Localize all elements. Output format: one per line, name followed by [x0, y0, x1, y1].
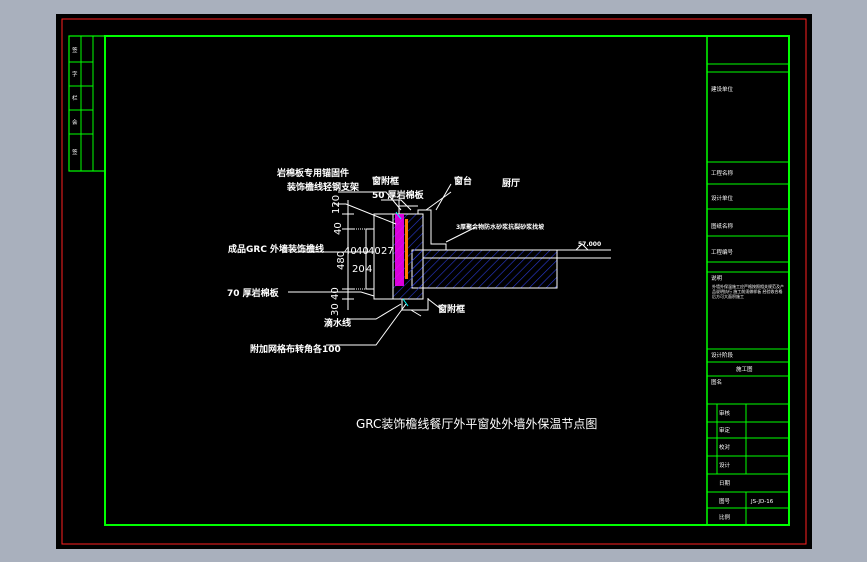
tb-row-12: 校对 — [719, 443, 731, 451]
strip-cell-1: 签 — [72, 46, 78, 54]
tb-stage-value: 施工图 — [736, 365, 753, 373]
tb-row-13: 设计 — [719, 461, 731, 469]
dim-40-e: 40 — [330, 287, 341, 300]
tb-row-11: 审定 — [719, 426, 731, 434]
tb-row-9: 图名 — [711, 378, 722, 386]
label-insulation-board: 50 厚岩棉板 — [372, 189, 425, 201]
strip-cell-5: 签 — [72, 148, 78, 156]
tb-row-1: 建设单位 — [711, 85, 734, 93]
dim-27: 27 — [381, 246, 394, 257]
tb-note: 外墙外保温施工应严格按照相关规范及产品说明执行 施工前须做样板 经验收合格后方可… — [712, 284, 784, 299]
label-waterproof-note: 3厚聚合物防水砂浆抗裂砂浆找坡 — [456, 223, 544, 231]
dim-40-b: 40 — [344, 246, 357, 257]
label-window-frame-bottom: 窗附框 — [438, 303, 465, 315]
outer-frame — [61, 18, 807, 545]
title-block: 建设单位 工程名称 设计单位 图纸名称 工程编号 说明 外墙外保温施工应严格按照… — [706, 36, 789, 525]
label-grc-line: 成品GRC 外墙装饰檐线 — [228, 243, 324, 255]
drawing-title: GRC装饰檐线餐厅外平窗处外墙外保温节点图 — [356, 416, 597, 431]
label-elevation: 57.000 — [578, 241, 601, 248]
tb-row-2: 工程名称 — [711, 169, 734, 177]
strip-cell-4: 会 — [72, 118, 78, 126]
tb-row-6: 说明 — [711, 274, 723, 282]
label-window-frame-top: 窗附框 — [372, 175, 399, 187]
dim-40-d: 40 — [368, 246, 381, 257]
cad-drawing: 签 字 栏 会 签 建设单位 工程名称 设计单位 图纸名称 工程编号 — [61, 18, 807, 545]
tb-row-15: 图号 — [719, 497, 731, 505]
label-window-sill: 窗台 — [454, 175, 472, 187]
dim-480: 480 — [336, 251, 347, 270]
dim-30: 30 — [330, 303, 341, 316]
left-strip: 签 字 栏 会 签 — [68, 35, 106, 172]
tb-row-10: 审核 — [719, 409, 731, 417]
label-drip: 滴水线 — [324, 317, 351, 329]
label-steel-frame: 装饰檐线轻钢支架 — [286, 181, 359, 193]
dim-20: 20 — [352, 264, 365, 275]
tb-row-7: 设计阶段 — [711, 351, 734, 359]
drawing-frame — [104, 35, 790, 526]
strip-cell-3: 栏 — [72, 94, 78, 102]
tb-row-5: 工程编号 — [711, 248, 734, 256]
label-hall: 厨厅 — [502, 178, 520, 189]
tb-row-3: 设计单位 — [711, 194, 734, 202]
dim-40-c: 40 — [356, 246, 369, 257]
tb-row-16: 比例 — [719, 513, 731, 521]
dim-40-a: 40 — [333, 222, 344, 235]
tb-row-14: 日期 — [719, 480, 731, 487]
detail-geometry — [288, 183, 611, 346]
strip-cell-2: 字 — [72, 70, 78, 78]
tb-drawing-no: JS-JD-16 — [750, 499, 774, 505]
label-rockwool-70: 70 厚岩棉板 — [227, 287, 280, 299]
cad-viewport[interactable]: 签 字 栏 会 签 建设单位 工程名称 设计单位 图纸名称 工程编号 — [56, 14, 812, 549]
label-mesh: 附加网格布转角各100 — [250, 343, 341, 355]
dim-4: 4 — [366, 264, 372, 275]
dim-120: 120 — [331, 195, 342, 214]
tb-row-4: 图纸名称 — [711, 222, 734, 230]
label-anchor: 岩棉板专用锚固件 — [276, 167, 349, 179]
